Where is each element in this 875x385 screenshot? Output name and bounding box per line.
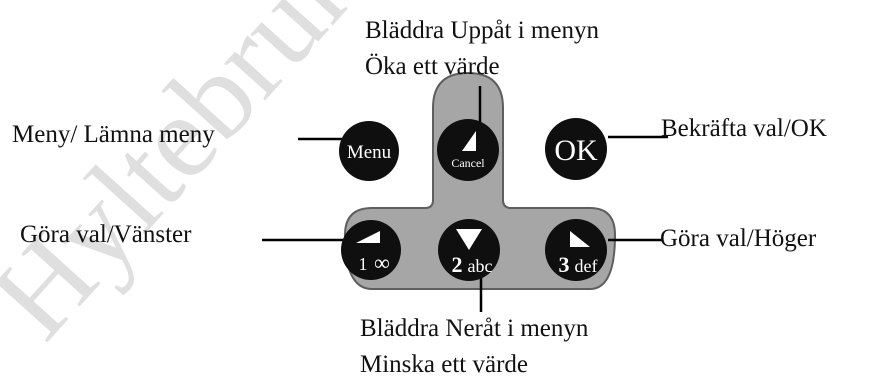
cancel-key[interactable]: Cancel bbox=[437, 119, 499, 181]
label-confirm-ok: Bekräfta val/OK bbox=[661, 115, 827, 142]
watermark: Hyltebruk bbox=[0, 0, 390, 362]
up-triangle-icon bbox=[462, 131, 476, 151]
key-2-down[interactable]: 2 abc bbox=[438, 219, 500, 281]
key-3-letters: def bbox=[575, 256, 598, 276]
ok-key[interactable]: OK bbox=[545, 118, 607, 180]
key-2-letters: abc bbox=[468, 256, 493, 276]
cancel-key-label: Cancel bbox=[451, 156, 485, 170]
label-decrease-value: Minska ett värde bbox=[360, 351, 529, 378]
key-3-digit: 3 bbox=[559, 252, 570, 277]
menu-key[interactable]: Menu bbox=[339, 121, 399, 181]
left-triangle-icon bbox=[356, 231, 380, 243]
label-increase-value: Öka ett värde bbox=[365, 53, 500, 80]
key-1-digit: 1 bbox=[359, 254, 368, 274]
label-select-right: Göra val/Höger bbox=[660, 225, 817, 252]
label-select-left: Göra val/Vänster bbox=[20, 221, 192, 248]
key-1-letters: ∞ bbox=[374, 250, 390, 275]
down-triangle-icon bbox=[456, 229, 482, 250]
key-2-digit: 2 bbox=[452, 252, 463, 277]
menu-key-label: Menu bbox=[347, 142, 392, 163]
label-scroll-down: Bläddra Neråt i menyn bbox=[360, 315, 589, 342]
label-scroll-up: Bläddra Uppåt i menyn bbox=[365, 17, 599, 44]
right-triangle-icon bbox=[570, 231, 590, 247]
ok-key-label: OK bbox=[554, 134, 598, 167]
label-menu: Meny/ Lämna meny bbox=[12, 121, 215, 148]
key-3-right[interactable]: 3 def bbox=[545, 219, 607, 281]
key-1-left[interactable]: 1 ∞ bbox=[341, 220, 401, 280]
